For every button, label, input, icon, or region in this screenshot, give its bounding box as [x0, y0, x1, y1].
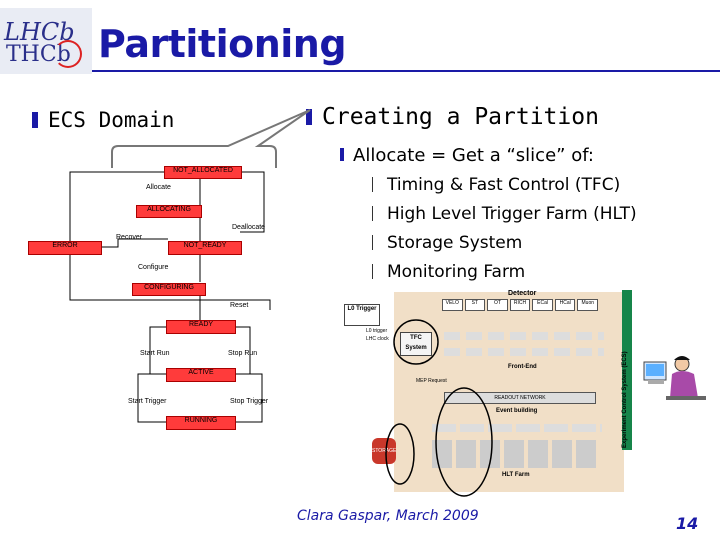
action-configure: Configure — [138, 264, 169, 271]
action-start-trigger: Start Trigger — [128, 398, 167, 405]
subdetector-ot: OT — [487, 299, 508, 311]
subdetector-st: ST — [464, 299, 486, 311]
action-start-run: Start Run — [140, 350, 170, 357]
storage-cylinder: STORAGE — [372, 438, 396, 464]
l0-trigger-text: L0 trigger — [366, 328, 388, 334]
item-marker-icon — [372, 177, 373, 192]
lhc-clock-text: LHC clock — [366, 336, 389, 342]
action-deallocate: Deallocate — [232, 224, 266, 231]
footer-author: Clara Gaspar, March 2009 — [297, 508, 479, 524]
operator-icon — [643, 356, 706, 400]
tfc-box: TFC System — [400, 332, 432, 356]
highlight-ellipses — [385, 319, 493, 497]
lhcb-logo: LHCb THCb — [0, 8, 92, 74]
subdetector-rich: RICH — [509, 299, 531, 311]
action-allocate: Allocate — [146, 184, 171, 191]
action-stop-trigger: Stop Trigger — [230, 398, 269, 405]
state-ready: READY — [166, 320, 236, 334]
slice-item-monitoring: Monitoring Farm — [372, 262, 525, 282]
frontend-label: Front-End — [508, 364, 537, 370]
subdetector-hcal: HCal — [554, 299, 576, 311]
action-stop-run: Stop Run — [228, 350, 258, 357]
allocate-line: Allocate = Get a “slice” of: — [340, 145, 594, 166]
state-active: ACTIVE — [166, 368, 236, 382]
ecs-domain-label: ECS Domain — [48, 108, 175, 132]
frontend-row-1 — [444, 332, 604, 340]
title-divider — [92, 70, 720, 72]
state-error: ERROR — [28, 241, 102, 255]
bullet-icon — [32, 112, 38, 128]
subdetector-row: VELO ST OT RICH ECal HCal Muon — [442, 299, 599, 311]
hlt-farm-racks — [432, 440, 600, 468]
item-marker-icon — [372, 235, 373, 250]
hlt-farm-label: HLT Farm — [502, 472, 530, 478]
switch-row — [432, 424, 602, 432]
subdetector-velo: VELO — [442, 299, 463, 311]
slice-item-hlt: High Level Trigger Farm (HLT) — [372, 204, 637, 224]
ecs-bar — [622, 290, 632, 450]
ecs-domain-heading: ECS Domain — [32, 108, 174, 132]
state-allocating: ALLOCATING — [136, 205, 202, 218]
sub-bullet-icon — [340, 148, 344, 161]
item-marker-icon — [372, 264, 373, 279]
detector-label: Detector — [508, 290, 537, 297]
creating-partition-heading: Creating a Partition — [306, 104, 599, 130]
page-title: Partitioning — [98, 22, 347, 66]
item-marker-icon — [372, 206, 373, 221]
architecture-diagram: Detector VELO ST OT RICH ECal HCal Muon … — [332, 288, 644, 508]
creating-partition-label: Creating a Partition — [322, 104, 599, 130]
state-not-ready: NOT_READY — [168, 241, 242, 255]
state-configuring: CONFIGURING — [132, 283, 206, 296]
page-number: 14 — [676, 514, 699, 533]
subdetector-muon: Muon — [577, 299, 599, 311]
bullet-icon — [306, 109, 312, 125]
event-building-label: Event building — [496, 408, 538, 414]
action-reset: Reset — [230, 302, 249, 309]
subdetector-ecal: ECal — [532, 299, 553, 311]
slice-item-storage: Storage System — [372, 233, 522, 253]
l0-trigger-box: L0 Trigger — [344, 304, 380, 326]
mep-request-label: MEP Request — [416, 378, 447, 384]
allocate-text: Allocate = Get a “slice” of: — [353, 145, 594, 166]
frontend-row-2 — [444, 348, 604, 356]
state-not-allocated: NOT_ALLOCATED — [164, 166, 242, 179]
action-recover: Recover — [116, 234, 143, 241]
state-running: RUNNING — [166, 416, 236, 430]
slice-item-tfc: Timing & Fast Control (TFC) — [372, 175, 620, 195]
